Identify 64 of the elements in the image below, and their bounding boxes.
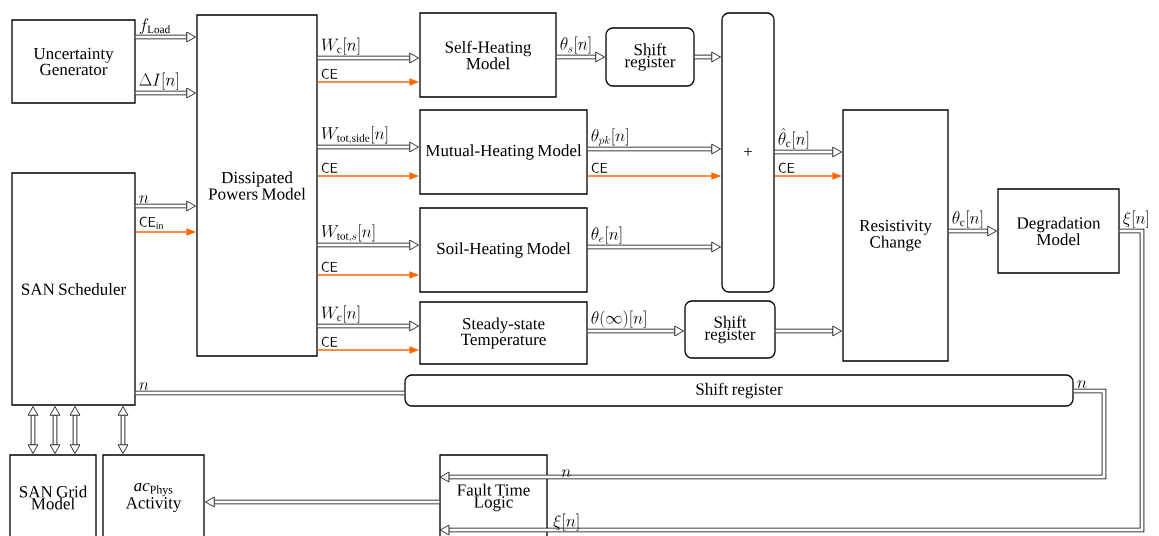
arrow	[694, 51, 721, 63]
edge-label: $n$	[139, 382, 149, 390]
double-headed-arrow	[49, 406, 61, 454]
process-box: Steady-state Temperature	[419, 301, 588, 365]
rounded-box: +	[721, 12, 775, 293]
edge-label: $n$	[139, 195, 149, 203]
arrow	[439, 228, 1145, 536]
arrow	[587, 325, 684, 337]
process-box: Mutual-Heating Model	[419, 109, 588, 195]
process-box: ac$_{Phys}$ Activity	[102, 454, 205, 536]
arrow	[135, 31, 196, 43]
edge-label: $W_{\mathrm{c}}[n]$	[321, 305, 360, 323]
edge-label: $\mathsf{CE}$	[321, 68, 338, 79]
edge-label: $\theta(\infty)[n]$	[591, 310, 646, 328]
process-box: Uncertainty Generator	[11, 19, 136, 104]
connector-line	[135, 390, 405, 396]
edge-label: $\theta_{pk}[n]$	[591, 128, 628, 146]
process-box: Self-Heating Model	[419, 12, 557, 98]
rounded-box: Shift register	[605, 27, 695, 87]
arrow	[587, 241, 721, 253]
process-box: SAN Grid Model	[9, 454, 97, 536]
edge-label: $\mathsf{CE}$	[778, 162, 795, 173]
edge-label: $\mathsf{CE}$	[591, 162, 608, 173]
edge-label: $\mathsf{CE}$	[321, 336, 338, 347]
edge-label: $W_{\mathrm{c}}[n]$	[321, 37, 360, 55]
arrow	[775, 325, 842, 337]
arrow	[556, 51, 605, 63]
edge-label: $\xi[n]$	[1123, 210, 1148, 228]
edge-label: $W_{\mathrm{tot,side}}[n]$	[321, 126, 388, 144]
process-box: Dissipated Powers Model	[196, 14, 318, 357]
process-box: Soil-Heating Model	[419, 207, 588, 293]
process-box: Degradation Model	[997, 188, 1120, 274]
edge-label: $\theta_e[n]$	[591, 226, 622, 244]
arrow	[135, 200, 196, 212]
arrow	[205, 496, 440, 508]
double-headed-arrow	[117, 406, 129, 454]
process-box: Resistivity Change	[842, 109, 949, 362]
edge-label: $\theta_{\mathrm{c}}[n]$	[952, 210, 983, 228]
edge-label: $f_{\mathrm{Load}}$	[139, 18, 171, 34]
edge-label: $\hat{\theta}_{\mathrm{c}}[n]$	[778, 127, 809, 149]
edge-label: $\Delta I[n]$	[139, 72, 178, 90]
rounded-box: Shift register	[404, 374, 1074, 407]
arrow	[948, 225, 997, 237]
edge-label: $n$	[1077, 380, 1087, 388]
process-box: Fault Time Logic	[439, 454, 548, 536]
arrow	[317, 141, 419, 153]
arrow	[317, 320, 419, 332]
arrow	[439, 388, 1107, 483]
arrow	[587, 143, 721, 155]
signal-label: $n$	[561, 469, 571, 477]
edge-label: $\mathsf{CE}$	[321, 261, 338, 272]
arrow	[135, 87, 196, 99]
edge-label: $\mathsf{CE}_{\mathrm{in}}$	[139, 216, 164, 229]
signal-label: $\xi[n]$	[553, 513, 579, 531]
double-headed-arrow	[69, 406, 81, 454]
process-box: SAN Scheduler	[11, 172, 136, 406]
arrow	[317, 52, 419, 64]
arrow	[774, 146, 842, 158]
rounded-box: Shift register	[684, 300, 776, 359]
double-headed-arrow	[27, 406, 39, 454]
arrow	[317, 239, 419, 251]
edge-label: $W_{\mathrm{tot},s}[n]$	[321, 224, 375, 242]
edge-label: $\theta_s[n]$	[560, 36, 591, 54]
edge-label: $\mathsf{CE}$	[321, 162, 338, 173]
